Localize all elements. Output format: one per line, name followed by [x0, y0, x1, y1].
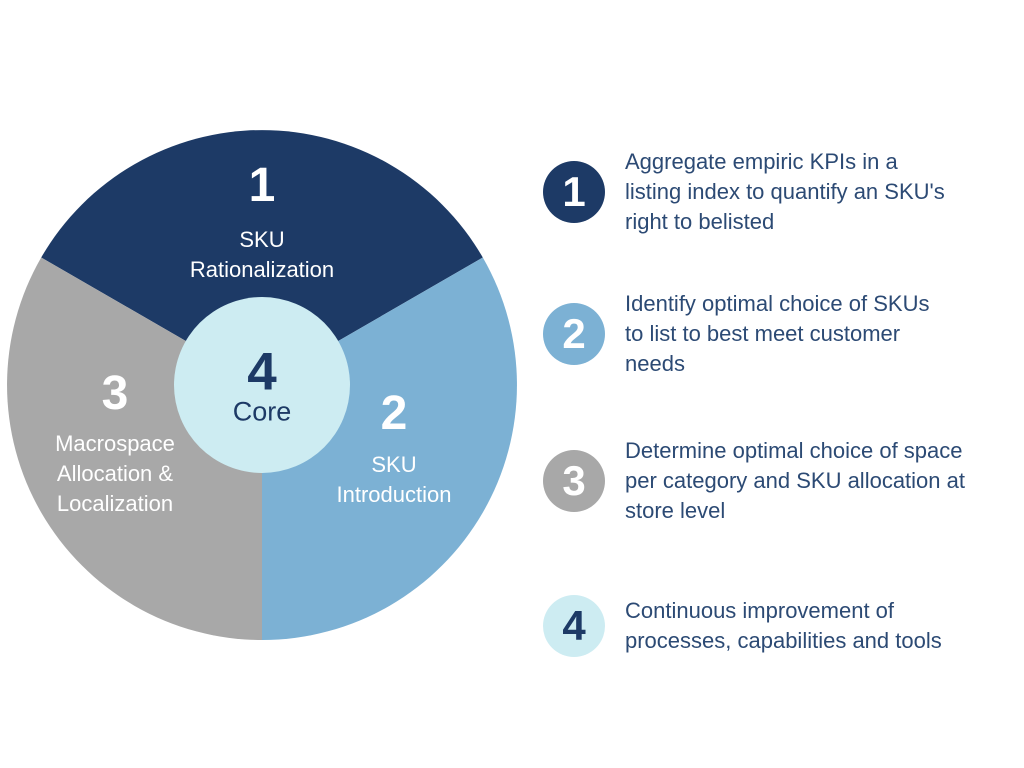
segment-2-label: SKU Introduction — [336, 452, 452, 507]
list-item-2: 2 Identify optimal choice of SKUs to lis… — [543, 289, 929, 379]
list-item-3-number-badge: 3 — [543, 450, 605, 512]
list-item-2-text: Identify optimal choice of SKUs to list … — [625, 291, 930, 376]
list-item-2-number-badge: 2 — [543, 303, 605, 365]
segment-1-number: 1 — [248, 159, 276, 212]
list-item-3: 3 Determine optimal choice of space per … — [543, 436, 965, 526]
center-number: 4 — [247, 342, 277, 402]
list-item-1: 1 Aggregate empiric KPIs in a listing in… — [543, 147, 945, 237]
list-item-3-text: Determine optimal choice of space per ca… — [625, 438, 965, 523]
center-label: Core — [232, 396, 292, 427]
list-item-4-number-badge: 4 — [543, 595, 605, 657]
pie-segment-sku-rationalization — [41, 130, 483, 385]
list-item-4-text: Continuous improvement of processes, cap… — [625, 598, 942, 653]
list-item-1-text: Aggregate empiric KPIs in a listing inde… — [625, 149, 945, 234]
segment-2-number: 2 — [380, 387, 408, 440]
pie-diagram: 1 SKU Rationalization 2 SKU Introduction… — [0, 120, 530, 650]
pie-center-circle — [174, 297, 350, 473]
segment-3-label: Macrospace Allocation & Localization — [55, 431, 175, 516]
pie-svg — [7, 130, 517, 640]
list-item-1-number-badge: 1 — [543, 161, 605, 223]
segment-3-number: 3 — [101, 367, 129, 420]
segment-1-label: SKU Rationalization — [189, 227, 335, 282]
list-item-4: 4 Continuous improvement of processes, c… — [543, 595, 942, 657]
